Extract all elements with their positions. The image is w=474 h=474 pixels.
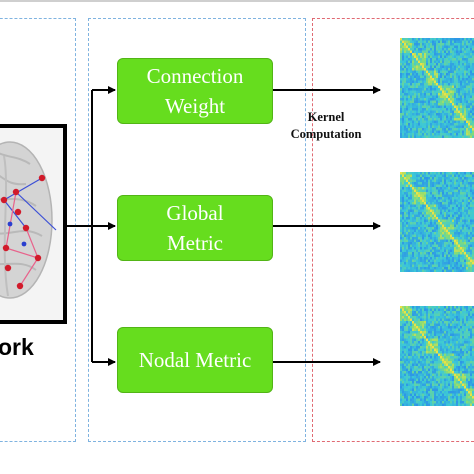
- connection-weight-line1: Connection: [146, 64, 244, 88]
- kernel-matrix-2: [400, 172, 474, 272]
- global-metric-line2: Metric: [167, 231, 223, 255]
- kernels-panel: [312, 18, 474, 442]
- kernel-matrix-icon: [400, 38, 474, 138]
- kernel-computation-label: Kernel Computation: [283, 109, 369, 143]
- nodal-metric-label: Nodal Metric: [138, 348, 252, 372]
- metrics-panel: [88, 18, 306, 442]
- global-metric-line1: Global: [166, 201, 224, 225]
- kernel-matrix-icon: [400, 306, 474, 406]
- kernel-label-line2: Computation: [290, 127, 362, 141]
- nodal-metric-box: Nodal Metric: [117, 327, 273, 393]
- brain-network-icon: [0, 141, 57, 299]
- kernel-matrix-3: [400, 306, 474, 406]
- network-panel: [0, 18, 76, 442]
- brain-network-label: ork: [0, 334, 34, 360]
- connection-weight-box: Connection Weight: [117, 58, 273, 124]
- kernel-matrix-icon: [400, 172, 474, 272]
- connection-weight-line2: Weight: [164, 94, 226, 118]
- top-divider: [0, 0, 474, 2]
- brain-network-image: [0, 124, 67, 324]
- global-metric-box: Global Metric: [117, 195, 273, 261]
- kernel-matrix-1: [400, 38, 474, 138]
- kernel-label-line1: Kernel: [307, 110, 345, 124]
